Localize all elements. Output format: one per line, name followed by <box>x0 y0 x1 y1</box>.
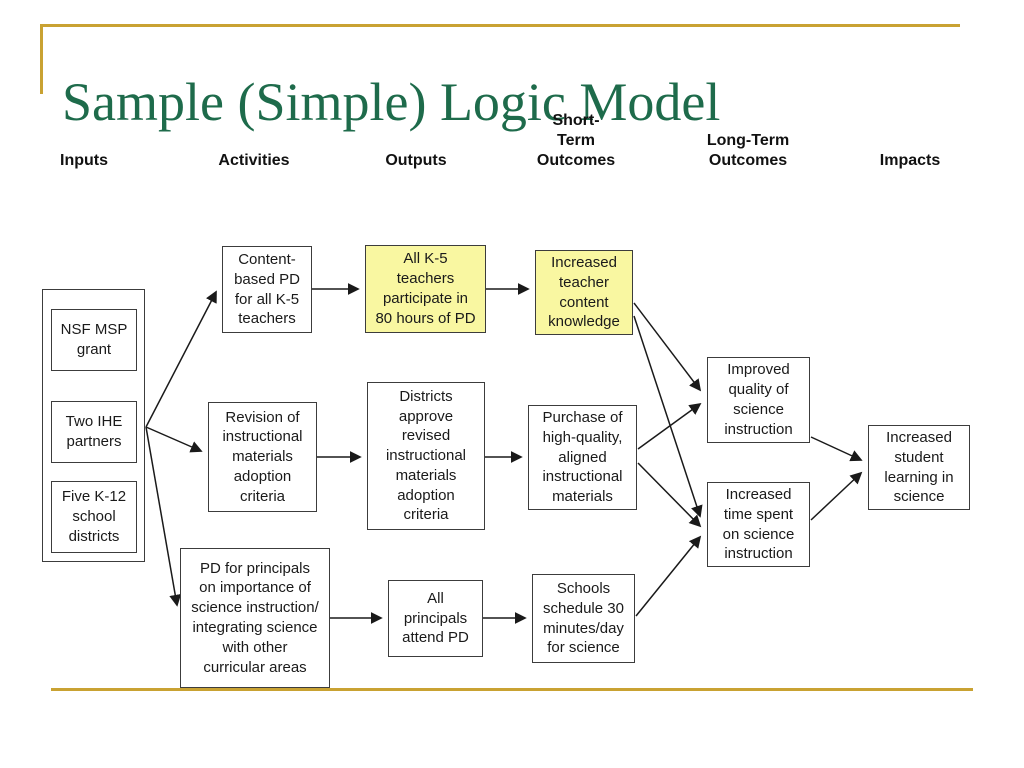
left-gold-rule <box>40 24 43 94</box>
top-gold-rule <box>40 24 960 27</box>
column-header-short-term-outcomes: Short- Term Outcomes <box>536 112 616 169</box>
column-header-impacts: Impacts <box>879 152 941 169</box>
bottom-gold-rule <box>51 688 973 691</box>
column-header-activities: Activities <box>218 152 290 169</box>
column-header-inputs: Inputs <box>60 152 108 169</box>
box-purchase-instructional-materials: Purchase of high-quality, aligned instru… <box>528 405 637 510</box>
box-schools-schedule-science: Schools schedule 30 minutes/day for scie… <box>532 574 635 663</box>
box-revision-adoption-criteria: Revision of instructional materials adop… <box>208 402 317 512</box>
slide-title: Sample (Simple) Logic Model <box>62 72 721 133</box>
column-header-outputs: Outputs <box>385 152 447 169</box>
box-nsf-msp-grant: NSF MSP grant <box>51 309 137 371</box>
box-two-ihe-partners: Two IHE partners <box>51 401 137 463</box>
box-content-based-pd: Content- based PD for all K-5 teachers <box>222 246 312 333</box>
box-all-principals-attend-pd: All principals attend PD <box>388 580 483 657</box>
box-districts-approve-criteria: Districts approve revised instructional … <box>367 382 485 530</box>
box-increased-time-on-science: Increased time spent on science instruct… <box>707 482 810 567</box>
box-increased-teacher-content-knowledge: Increased teacher content knowledge <box>535 250 633 335</box>
box-increased-student-learning: Increased student learning in science <box>868 425 970 510</box>
column-header-long-term-outcomes: Long-Term Outcomes <box>706 132 790 169</box>
box-improved-quality-instruction: Improved quality of science instruction <box>707 357 810 443</box>
box-five-k12-school-districts: Five K-12 school districts <box>51 481 137 553</box>
inputs-group-outline <box>42 289 145 562</box>
box-k5-teachers-participate: All K-5 teachers participate in 80 hours… <box>365 245 486 333</box>
box-pd-for-principals: PD for principals on importance of scien… <box>180 548 330 688</box>
